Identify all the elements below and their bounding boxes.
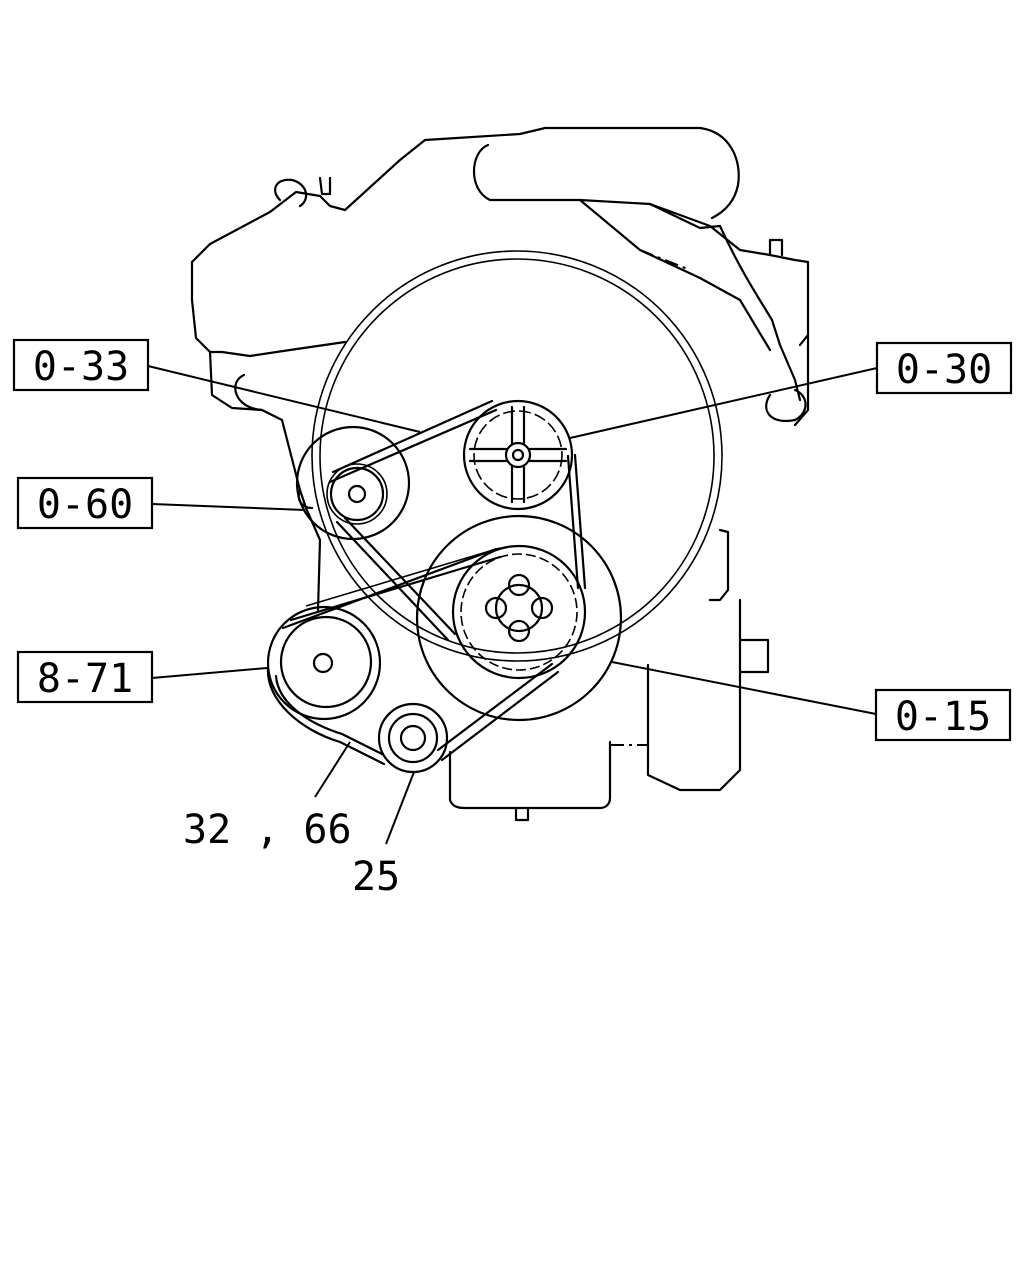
tensioner-pulley xyxy=(295,425,411,541)
cooling-fan xyxy=(311,250,723,662)
callout-0-30-text: 0-30 xyxy=(896,347,992,393)
idler-part-number: 25 xyxy=(352,854,400,900)
callout-0-33-text: 0-33 xyxy=(33,344,129,390)
callout-0-15-text: 0-15 xyxy=(895,694,991,740)
engine-outline xyxy=(190,126,810,822)
fan-pulley xyxy=(462,399,574,511)
callout-0-30: 0-30 xyxy=(875,341,1013,395)
callout-0-60-text: 0-60 xyxy=(37,482,133,528)
callout-0-15: 0-15 xyxy=(874,688,1012,742)
belt-part-numbers: 32 , 66 xyxy=(183,807,352,853)
alternator-pulley xyxy=(266,605,382,721)
alternator-belt xyxy=(266,547,560,766)
fan-belt xyxy=(328,399,587,642)
callout-8-71-text: 8-71 xyxy=(37,656,133,702)
leader-lines xyxy=(147,365,878,845)
idler-pulley xyxy=(377,702,449,774)
callout-8-71: 8-71 xyxy=(16,650,154,704)
crankshaft-pulley xyxy=(415,514,623,722)
callout-0-33: 0-33 xyxy=(12,338,150,392)
callout-0-60: 0-60 xyxy=(16,476,154,530)
